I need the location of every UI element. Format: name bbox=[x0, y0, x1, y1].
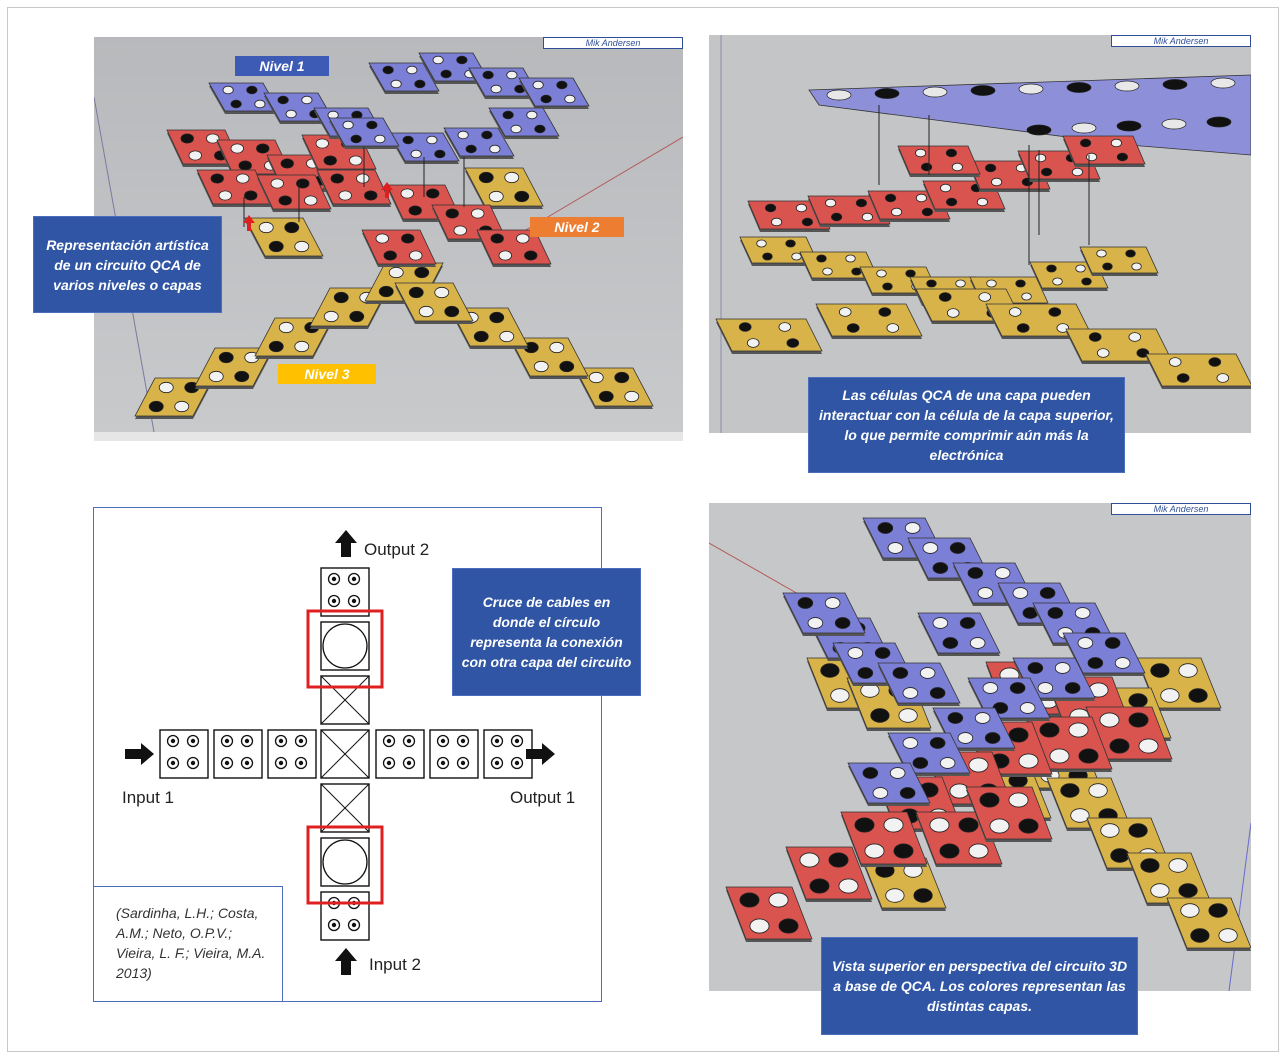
level1-cell bbox=[443, 127, 515, 159]
panel-multilevel-art: Mik Andersen Nivel 1 Nivel 2 Nivel 3 bbox=[94, 37, 683, 441]
output1-label: Output 1 bbox=[510, 788, 576, 807]
callout-top-view: Vista superior en perspectiva del circui… bbox=[821, 937, 1138, 1035]
level3-cell bbox=[799, 251, 879, 281]
level2-cell bbox=[725, 886, 813, 942]
credit-label: Mik Andersen bbox=[1111, 35, 1251, 47]
level2-cell bbox=[316, 169, 392, 207]
qca-cell bbox=[159, 729, 209, 779]
panel2-tiles bbox=[715, 74, 1251, 389]
qca-cell bbox=[320, 567, 370, 617]
level3-cell bbox=[394, 282, 474, 324]
panel2-render bbox=[709, 35, 1251, 433]
input1-arrow-icon bbox=[125, 743, 154, 765]
level2-cell bbox=[785, 846, 873, 902]
level3-cell bbox=[739, 236, 819, 266]
qca-cell bbox=[483, 729, 533, 779]
input2-arrow-icon bbox=[335, 948, 357, 975]
nivel3-label: Nivel 3 bbox=[278, 364, 376, 384]
level3-cell bbox=[574, 367, 654, 409]
level1-cell bbox=[782, 592, 866, 636]
level3-cell bbox=[1166, 897, 1251, 951]
qca-cell bbox=[213, 729, 263, 779]
qca-cell bbox=[320, 891, 370, 941]
output2-label: Output 2 bbox=[364, 540, 430, 559]
level1-cell bbox=[847, 762, 931, 806]
output2-arrow-icon bbox=[335, 530, 357, 557]
input2-label: Input 2 bbox=[369, 955, 421, 974]
level3-cell bbox=[1079, 246, 1159, 276]
panel1-tiles bbox=[134, 52, 654, 419]
level3-cell bbox=[1126, 852, 1212, 906]
level3-cell bbox=[985, 303, 1093, 339]
level1-cell bbox=[518, 77, 590, 109]
crossing-diagram-svg bbox=[125, 530, 555, 975]
level2-cell bbox=[476, 229, 552, 267]
panel4-render bbox=[709, 503, 1251, 991]
level3-cell bbox=[715, 318, 823, 354]
level1-cell bbox=[1062, 632, 1146, 676]
level3-cell bbox=[464, 167, 544, 209]
level1-cell bbox=[488, 107, 560, 139]
level2-cell bbox=[897, 145, 981, 177]
via-highlight bbox=[306, 825, 384, 905]
panel4-tiles bbox=[725, 517, 1251, 951]
level1-cell bbox=[368, 62, 440, 94]
level3-cell bbox=[509, 337, 589, 379]
up-arrow-icon bbox=[381, 182, 393, 198]
level2-cell bbox=[1025, 716, 1113, 772]
level3-cell bbox=[1145, 353, 1251, 389]
nivel2-label: Nivel 2 bbox=[530, 217, 624, 237]
callout-wire-crossing: Cruce de cables en donde el círculo repr… bbox=[452, 568, 641, 696]
level3-cell bbox=[1065, 328, 1173, 364]
input1-label: Input 1 bbox=[122, 788, 174, 807]
qca-cell bbox=[267, 729, 317, 779]
level3-cell bbox=[1029, 261, 1109, 291]
level1-cell bbox=[917, 612, 1001, 656]
level2-cell bbox=[256, 174, 332, 212]
qca-cell bbox=[429, 729, 479, 779]
credit-label: Mik Andersen bbox=[543, 37, 683, 49]
qca-cell bbox=[375, 729, 425, 779]
nivel1-label: Nivel 1 bbox=[235, 56, 329, 76]
level3-cell bbox=[449, 307, 529, 349]
level2-cell bbox=[1085, 706, 1173, 762]
level2-cell bbox=[747, 200, 831, 232]
level1-cell bbox=[388, 132, 460, 164]
level1-cell bbox=[328, 117, 400, 149]
level3-cell bbox=[194, 347, 274, 389]
callout-artistic: Representación artística de un circuito … bbox=[33, 216, 222, 313]
via-highlight bbox=[306, 609, 384, 689]
panel-top-view: Mik Andersen bbox=[709, 503, 1251, 991]
page-frame bbox=[7, 7, 1279, 1052]
level2-cell bbox=[840, 811, 928, 867]
level3-cell bbox=[134, 377, 214, 419]
level3-cell bbox=[861, 857, 947, 911]
panel1-render bbox=[94, 37, 683, 441]
credit-label: Mik Andersen bbox=[1111, 503, 1251, 515]
level2-cell bbox=[1062, 135, 1146, 167]
level1-cell bbox=[208, 82, 280, 114]
output1-arrow-icon bbox=[526, 743, 555, 765]
level2-cell bbox=[807, 195, 891, 227]
callout-layer-interaction: Las células QCA de una capa pueden inter… bbox=[808, 377, 1125, 473]
level2-cell bbox=[196, 169, 272, 207]
up-arrow-icon bbox=[243, 215, 255, 231]
level2-cell bbox=[965, 786, 1053, 842]
level1-cell bbox=[877, 662, 961, 706]
level3-cell bbox=[244, 217, 324, 259]
level3-cell bbox=[815, 303, 923, 339]
panel-layer-interaction: Mik Andersen bbox=[709, 35, 1251, 433]
citation-box: (Sardinha, L.H.; Costa, A.M.; Neto, O.P.… bbox=[93, 886, 283, 1002]
level2-cell bbox=[361, 229, 437, 267]
